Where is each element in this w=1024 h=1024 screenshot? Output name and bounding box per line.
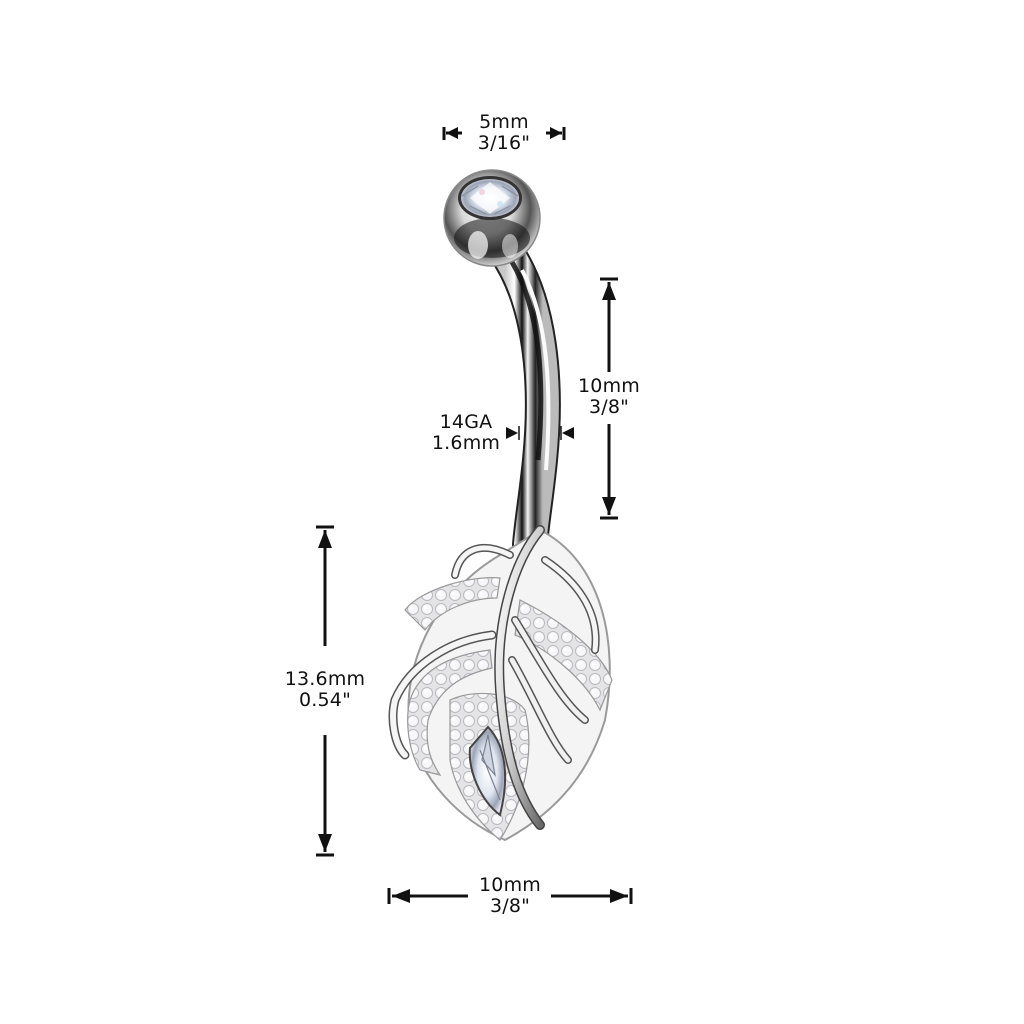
feather-pendant xyxy=(388,525,613,842)
pave-band xyxy=(404,577,501,631)
ball-width-arrows xyxy=(442,127,566,140)
dimension-lines xyxy=(316,127,633,904)
marquise-gem-icon xyxy=(468,725,507,817)
top-gem-icon xyxy=(458,176,522,220)
bar-length-imperial: 3/8" xyxy=(588,396,630,418)
pendant-width-label: 10mm 3/8" xyxy=(470,875,550,917)
bar-length-metric: 10mm xyxy=(578,375,640,397)
gauge-label: 14GA 1.6mm xyxy=(426,412,506,454)
pendant-width-metric: 10mm xyxy=(479,874,541,896)
ball-diameter-metric: 5mm xyxy=(479,111,529,133)
pendant-height-label: 13.6mm 0.54" xyxy=(280,669,370,711)
gauge-arrows xyxy=(506,426,574,440)
curved-barbell xyxy=(487,232,561,563)
pave-band xyxy=(407,649,493,776)
pendant-width-imperial: 3/8" xyxy=(489,895,531,917)
bar-length-arrows xyxy=(600,277,618,520)
bar-length-label: 10mm 3/8" xyxy=(569,376,649,418)
pendant-height-arrows xyxy=(316,525,334,857)
metal-ribs xyxy=(388,525,600,830)
ball-diameter-label: 5mm 3/16" xyxy=(464,112,544,154)
pave-band xyxy=(514,599,613,712)
gauge-value: 14GA xyxy=(439,411,493,433)
ball-diameter-imperial: 3/16" xyxy=(477,132,531,154)
top-ball xyxy=(443,169,541,267)
pendant-height-metric: 13.6mm xyxy=(284,668,366,690)
pendant-height-imperial: 0.54" xyxy=(298,689,352,711)
gauge-metric: 1.6mm xyxy=(431,432,501,454)
pendant-width-arrows xyxy=(387,888,633,904)
